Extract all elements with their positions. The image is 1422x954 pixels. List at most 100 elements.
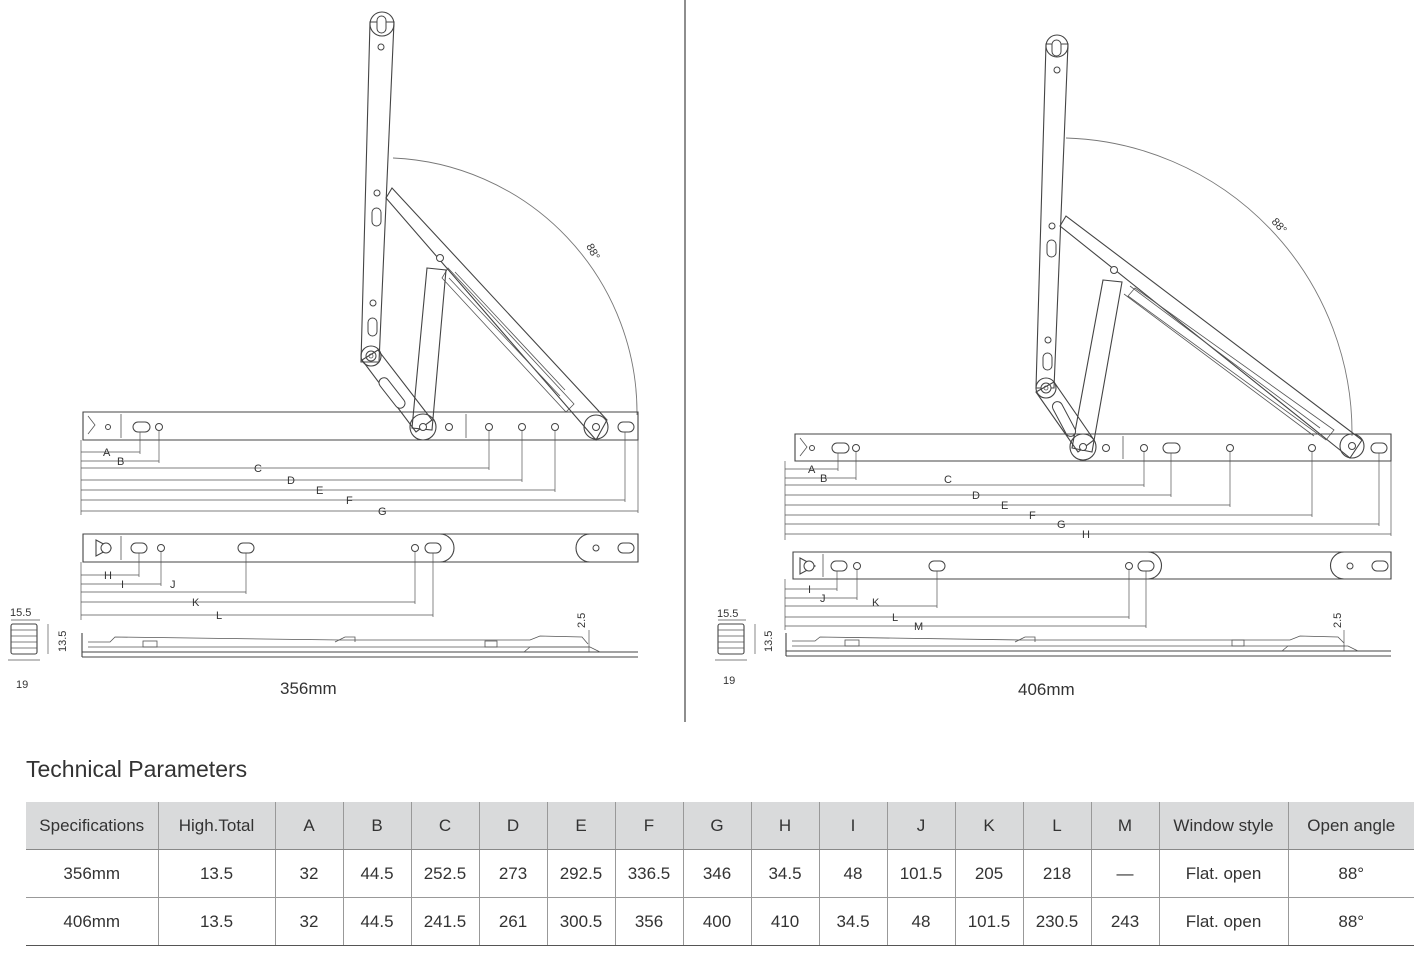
header-cell: Window style	[1159, 802, 1289, 850]
header-cell: C	[411, 802, 480, 850]
table-cell: 273	[479, 849, 548, 898]
svg-text:F: F	[1029, 510, 1036, 522]
header-cell: High.Total	[158, 802, 276, 850]
table-cell: 13.5	[158, 849, 276, 898]
table-cell: 48	[819, 849, 888, 898]
svg-text:J: J	[820, 593, 826, 605]
angle-arc	[1065, 137, 1353, 437]
table-cell: 261	[479, 897, 548, 946]
svg-text:H: H	[1082, 529, 1090, 541]
side-profile: 2.5	[785, 613, 1391, 657]
diagonal-arm	[1059, 215, 1365, 459]
vertical-arm	[360, 11, 395, 367]
header-cell: F	[615, 802, 684, 850]
svg-text:15.5: 15.5	[10, 607, 31, 619]
table-cell: 410	[751, 897, 820, 946]
dimensions-bottom: I J K L M	[784, 570, 1147, 633]
svg-text:B: B	[117, 456, 124, 468]
table-cell: 292.5	[547, 849, 616, 898]
table-cell: Flat. open	[1159, 849, 1289, 898]
dimensions-top: A B C D E F G H	[784, 452, 1392, 541]
table-cell: Flat. open	[1159, 897, 1289, 946]
dimensions-bottom: H I J K L	[80, 552, 434, 622]
svg-text:H: H	[104, 570, 112, 582]
header-cell: L	[1023, 802, 1092, 850]
section-view: 15.5 13.5 19	[715, 608, 775, 687]
table-cell: 241.5	[411, 897, 480, 946]
svg-text:G: G	[1057, 519, 1066, 531]
angle-label: 88°	[583, 242, 601, 262]
svg-text:B: B	[820, 473, 827, 485]
drawing-406: 88°	[715, 34, 1392, 699]
side-profile: 2.5	[81, 613, 638, 658]
header-cell: M	[1091, 802, 1160, 850]
table-cell: 101.5	[955, 897, 1024, 946]
table-cell: 406mm	[26, 897, 159, 946]
header-cell: B	[343, 802, 412, 850]
base-rail-top	[794, 433, 1392, 462]
svg-text:19: 19	[723, 675, 735, 687]
table-cell: 32	[275, 897, 344, 946]
base-rail-bottom	[792, 551, 1392, 580]
header-cell: Specifications	[26, 802, 159, 850]
header-cell: E	[547, 802, 616, 850]
table-row: 406mm 13.5 32 44.5 241.5 261 300.5 356 4…	[26, 897, 1414, 946]
angle-label: 88°	[1269, 216, 1289, 236]
svg-text:C: C	[944, 474, 952, 486]
svg-text:15.5: 15.5	[717, 608, 738, 620]
angle-arc	[392, 157, 638, 416]
svg-text:2.5: 2.5	[576, 613, 588, 628]
base-rail-bottom	[82, 533, 639, 563]
table-cell: 400	[683, 897, 752, 946]
table-cell: 336.5	[615, 849, 684, 898]
svg-text:G: G	[378, 506, 387, 518]
svg-text:D: D	[972, 490, 980, 502]
svg-text:K: K	[192, 597, 200, 609]
table-cell: —	[1091, 849, 1160, 898]
table-cell: 13.5	[158, 897, 276, 946]
table-cell: 44.5	[343, 897, 412, 946]
params-title: Technical Parameters	[26, 756, 248, 782]
table-row: 356mm 13.5 32 44.5 252.5 273 292.5 336.5…	[26, 849, 1414, 898]
svg-text:L: L	[892, 612, 898, 624]
table-cell: 101.5	[887, 849, 956, 898]
svg-text:E: E	[316, 485, 323, 497]
drawing-356: 88°	[8, 11, 639, 698]
header-cell: G	[683, 802, 752, 850]
svg-text:A: A	[103, 447, 111, 459]
short-strut	[1035, 279, 1123, 461]
table-cell: 252.5	[411, 849, 480, 898]
svg-text:19: 19	[16, 679, 28, 691]
vertical-arm	[1035, 34, 1069, 399]
table-cell: 230.5	[1023, 897, 1092, 946]
base-rail-top	[82, 411, 639, 441]
dimensions-top: A B C D E F G	[80, 431, 639, 518]
svg-text:E: E	[1001, 500, 1008, 512]
table-cell: 300.5	[547, 897, 616, 946]
table-cell: 356	[615, 897, 684, 946]
table-cell: 218	[1023, 849, 1092, 898]
table-cell: 88°	[1288, 849, 1414, 898]
table-cell: 34.5	[819, 897, 888, 946]
table-cell: 346	[683, 849, 752, 898]
table-cell: 44.5	[343, 849, 412, 898]
technical-drawing: 88°	[8, 0, 1392, 722]
svg-text:I: I	[121, 579, 124, 591]
params-table: Specifications High.Total A B C D E F G …	[26, 802, 1414, 946]
header-cell: K	[955, 802, 1024, 850]
header-cell: Open angle	[1288, 802, 1414, 850]
section-view: 15.5 13.5 19	[8, 607, 69, 691]
svg-text:C: C	[254, 463, 262, 475]
svg-text:M: M	[914, 621, 923, 633]
table-cell: 205	[955, 849, 1024, 898]
header-cell: H	[751, 802, 820, 850]
table-cell: 32	[275, 849, 344, 898]
header-cell: A	[275, 802, 344, 850]
svg-text:13.5: 13.5	[763, 631, 775, 652]
table-cell: 356mm	[26, 849, 159, 898]
header-cell: I	[819, 802, 888, 850]
short-strut	[361, 267, 447, 441]
caption-356: 356mm	[280, 679, 337, 698]
header-cell: J	[887, 802, 956, 850]
table-header-row: Specifications High.Total A B C D E F G …	[26, 802, 1414, 850]
